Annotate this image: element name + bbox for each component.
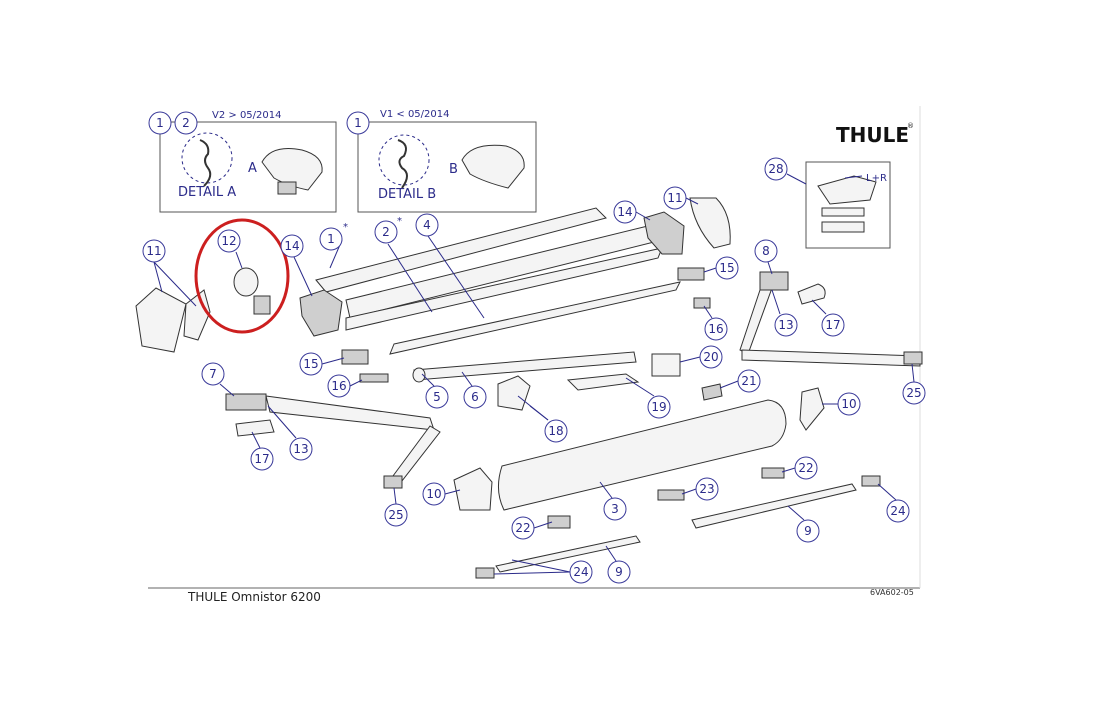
callout-2-star: * <box>397 216 402 227</box>
callout-11-left-label: 11 <box>146 244 161 258</box>
detail-b-version: V1 < 05/2014 <box>380 109 449 120</box>
detail-a-letter: A <box>248 161 257 176</box>
callout-28 <box>764 157 788 181</box>
callout-13-left-label: 13 <box>293 442 308 456</box>
callout-9-left-label: 9 <box>615 565 623 579</box>
detail-a-title: DETAIL A <box>178 185 236 200</box>
callout-10-right <box>837 392 861 416</box>
callout-4 <box>415 213 439 237</box>
product-caption: THULE Omnistor 6200 <box>187 590 321 604</box>
callout-23 <box>695 477 719 501</box>
callout-4-label: 4 <box>423 218 431 232</box>
callout-24-right <box>886 499 910 523</box>
callout-18-label: 18 <box>548 424 563 438</box>
callout-19-label: 19 <box>651 400 666 414</box>
callout-13-right-label: 13 <box>778 318 793 332</box>
callout-5-label: 5 <box>433 390 441 404</box>
callout-6 <box>463 385 487 409</box>
callout-21 <box>737 369 761 393</box>
callout-14-left <box>280 234 304 258</box>
callout-5 <box>425 385 449 409</box>
callout-17-left <box>250 447 274 471</box>
callout-16-left-label: 16 <box>331 379 346 393</box>
callout-18 <box>544 419 568 443</box>
callout-1-star: * <box>343 222 348 233</box>
part-shapes <box>135 197 923 579</box>
registered-mark: ® <box>907 122 914 130</box>
callout-9-right-label: 9 <box>804 524 812 538</box>
detail-b-box: 1 V1 < 05/2014 DETAIL B B <box>346 109 537 213</box>
detail-a-box: 1 2 V2 > 05/2014 DETAIL A A <box>148 110 337 213</box>
part-12-highlight <box>194 218 290 334</box>
callout-13-left <box>289 437 313 461</box>
callout-28-label: 28 <box>768 162 783 176</box>
callout-10-left <box>422 482 446 506</box>
callout-17-right <box>821 313 845 337</box>
red-highlight-ellipse <box>194 218 290 334</box>
kit-28-box: L+R <box>805 161 891 249</box>
callout-15-right-label: 15 <box>719 261 734 275</box>
callout-3 <box>603 497 627 521</box>
callout-25-left-label: 25 <box>388 508 403 522</box>
callout-22-right-label: 22 <box>798 461 813 475</box>
callout-8 <box>754 239 778 263</box>
callout-20 <box>699 345 723 369</box>
callout-1-label: 1 <box>327 232 335 246</box>
callout-15-left <box>299 352 323 376</box>
callout-15-left-label: 15 <box>303 357 318 371</box>
callout-23-label: 23 <box>699 482 714 496</box>
callout-16-right-label: 16 <box>708 322 723 336</box>
callout-13-right <box>774 313 798 337</box>
callout-7 <box>201 362 225 386</box>
callout-24-middle-label: 24 <box>573 565 588 579</box>
callout-24-right-label: 24 <box>890 504 905 518</box>
callout-10-right-label: 10 <box>841 397 856 411</box>
detail-b-letter: B <box>449 162 458 177</box>
callout-9-left <box>607 560 631 584</box>
callout-14-right <box>613 200 637 224</box>
callout-22-left <box>511 516 535 540</box>
detail-b-num-1: 1 <box>354 116 362 130</box>
callout-2-label: 2 <box>382 225 390 239</box>
callout-10-left-label: 10 <box>426 487 441 501</box>
callout-14-left-label: 14 <box>284 239 299 253</box>
callout-25-right <box>902 381 926 405</box>
callout-22-left-label: 22 <box>515 521 530 535</box>
callout-6-label: 6 <box>471 390 479 404</box>
callout-11-right-label: 11 <box>667 191 682 205</box>
callout-8-label: 8 <box>762 244 770 258</box>
detail-b-title: DETAIL B <box>378 187 436 202</box>
callout-16-left <box>327 374 351 398</box>
detail-a-version: V2 > 05/2014 <box>212 110 281 121</box>
callout-24-middle <box>569 560 593 584</box>
callouts: 1 * 2 * 4 11 12 14 14 11 28 <box>142 157 926 584</box>
callout-16-right <box>704 317 728 341</box>
callout-11-right <box>663 186 687 210</box>
callout-12 <box>217 229 241 253</box>
callout-9-right <box>796 519 820 543</box>
callout-12-label: 12 <box>221 234 236 248</box>
callout-19 <box>647 395 671 419</box>
callout-25-right-label: 25 <box>906 386 921 400</box>
callout-25-left <box>384 503 408 527</box>
callout-1 <box>319 227 343 251</box>
detail-a-num-1: 1 <box>156 116 164 130</box>
callout-11-left <box>142 239 166 263</box>
callout-14-right-label: 14 <box>617 205 632 219</box>
thule-logo: THULE <box>836 123 909 147</box>
detail-a-num-2: 2 <box>182 116 190 130</box>
callout-15-right <box>715 256 739 280</box>
callout-2 <box>374 220 398 244</box>
kit-28-text: L+R <box>866 173 887 184</box>
drawing-code: 6VA602-05 <box>870 588 914 597</box>
callout-7-label: 7 <box>209 367 217 381</box>
callout-3-label: 3 <box>611 502 619 516</box>
callout-17-right-label: 17 <box>825 318 840 332</box>
callout-21-label: 21 <box>741 374 756 388</box>
callout-17-left-label: 17 <box>254 452 269 466</box>
callout-22-right <box>794 456 818 480</box>
callout-20-label: 20 <box>703 350 718 364</box>
